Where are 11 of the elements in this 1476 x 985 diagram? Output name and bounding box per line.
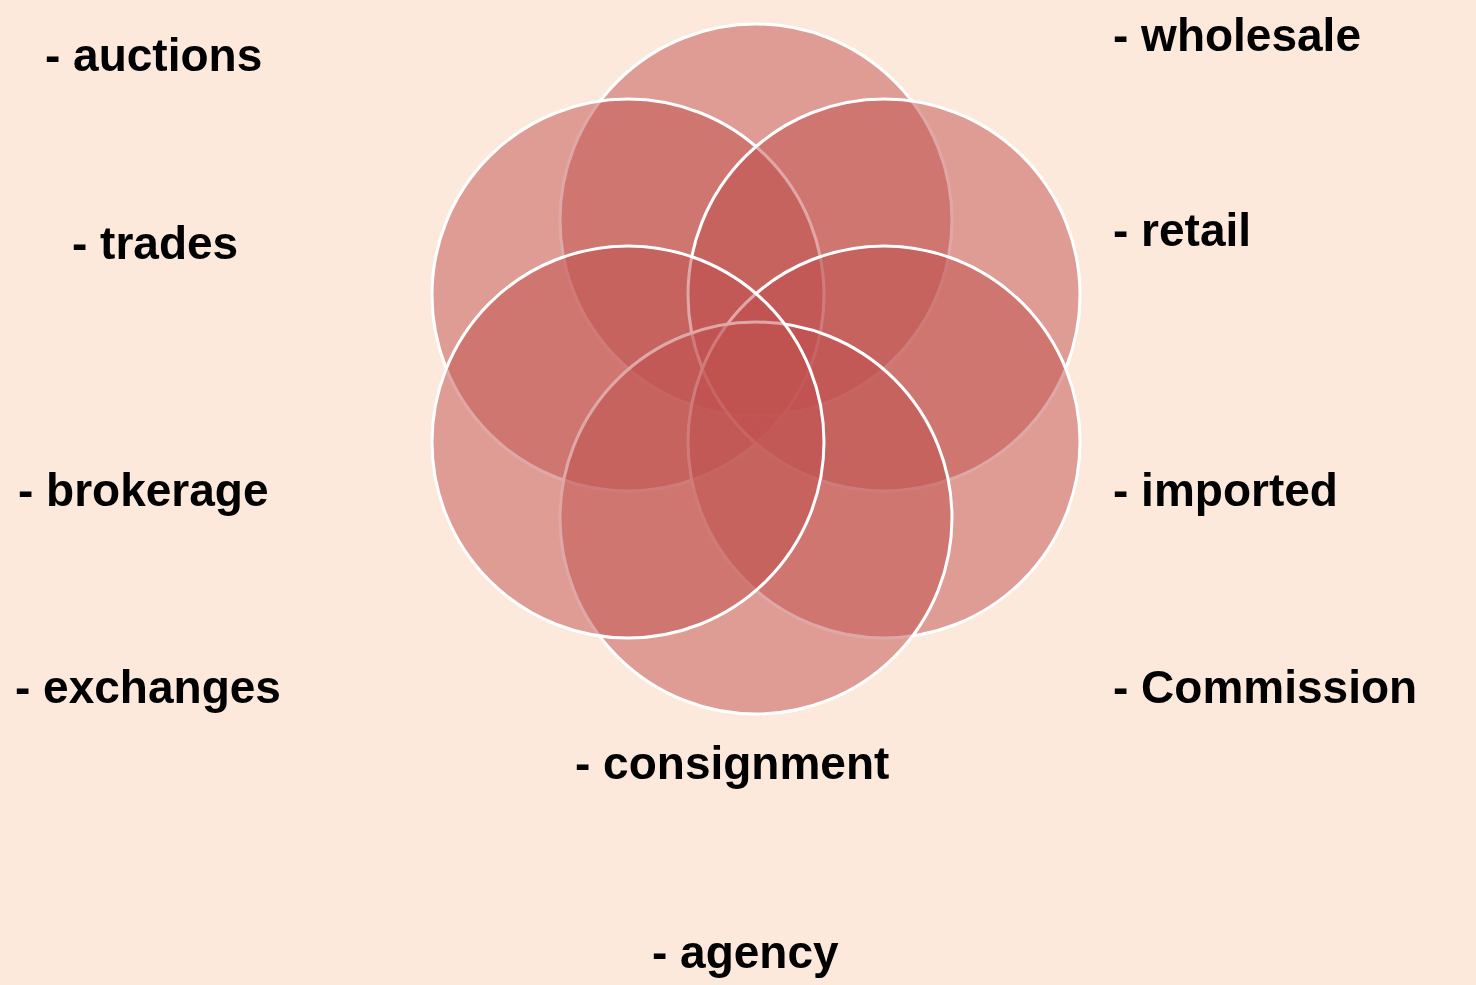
list-item-label: - retail (1113, 204, 1252, 256)
list-item-label: - agency (652, 926, 839, 978)
list-item-label: - imported (1113, 464, 1338, 516)
list-item-label: - exchanges (15, 661, 281, 713)
overlapping-circle (430, 244, 826, 640)
list-item-label: - trades (72, 217, 239, 269)
list-item-label: - auctions (45, 29, 263, 81)
list-item-label: - brokerage (18, 464, 269, 516)
list-item-label: - Commission (1113, 661, 1418, 713)
list-item-label: - consignment (575, 737, 890, 789)
list-item-label: - wholesale (1113, 9, 1361, 61)
